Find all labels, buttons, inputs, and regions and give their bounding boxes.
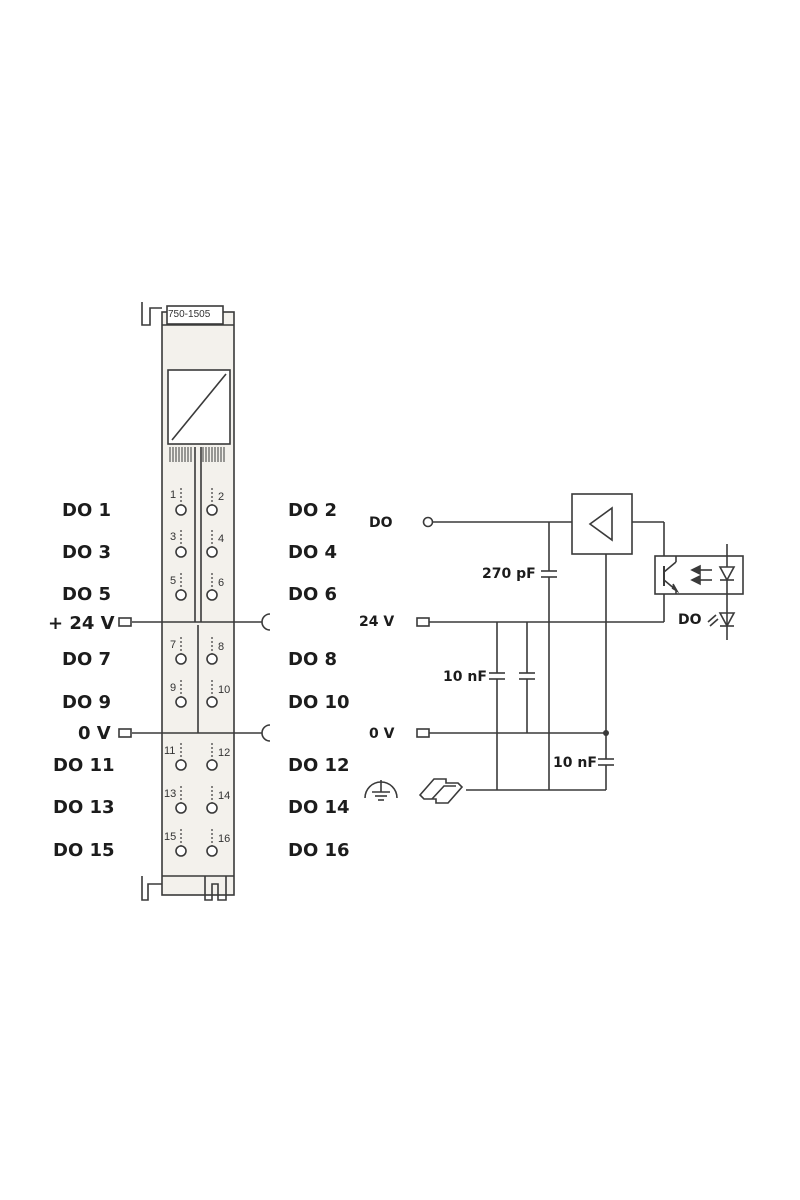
pin-number: 5 [170,575,177,587]
label-do-10: DO 10 [288,692,350,713]
label-do-1: DO 1 [62,500,112,521]
pin-number: 4 [218,533,225,545]
pin-number: 10 [218,684,231,696]
pin-number: 16 [218,833,231,845]
din-rail-icon [418,778,464,804]
led-do-label: DO [678,612,702,628]
label-do-7: DO 7 [62,649,112,670]
part-number: 750-1505 [168,309,211,320]
label-do-2: DO 2 [288,500,338,521]
cap-270pf-label: 270 pF [482,566,536,582]
label-do-11: DO 11 [53,755,115,776]
pin-number: 14 [218,790,231,802]
label-do-16: DO 16 [288,840,350,861]
pin-number: 2 [218,491,225,503]
label-plus-24v: + 24 V [48,613,115,634]
ground-icon [364,780,398,801]
label-do-6: DO 6 [288,584,338,605]
label-0v: 0 V [78,723,111,744]
label-do-4: DO 4 [288,542,338,563]
label-do-12: DO 12 [288,755,350,776]
label-do-8: DO 8 [288,649,338,670]
pin-number: 6 [218,577,225,589]
pin-number: 9 [170,682,177,694]
pin-number: 3 [170,531,177,543]
label-do-5: DO 5 [62,584,112,605]
label-do-15: DO 15 [53,840,115,861]
pin-number: 1 [170,489,177,501]
label-do-3: DO 3 [62,542,112,563]
label-do-9: DO 9 [62,692,112,713]
schematic-do-label: DO [369,515,393,531]
schematic-24v-label: 24 V [359,614,395,630]
label-do-13: DO 13 [53,797,115,818]
cap-10nf-ground-label: 10 nF [553,755,597,771]
label-do-14: DO 14 [288,797,350,818]
pin-number: 15 [164,831,177,843]
pin-number: 12 [218,747,231,759]
cap-10nf-label: 10 nF [443,669,487,685]
pin-number: 11 [164,745,176,757]
amplifier-icon [571,493,633,555]
pin-number: 13 [164,788,177,800]
pin-number: 8 [218,641,225,653]
schematic-0v-label: 0 V [369,726,395,742]
pin-number: 7 [170,639,177,651]
